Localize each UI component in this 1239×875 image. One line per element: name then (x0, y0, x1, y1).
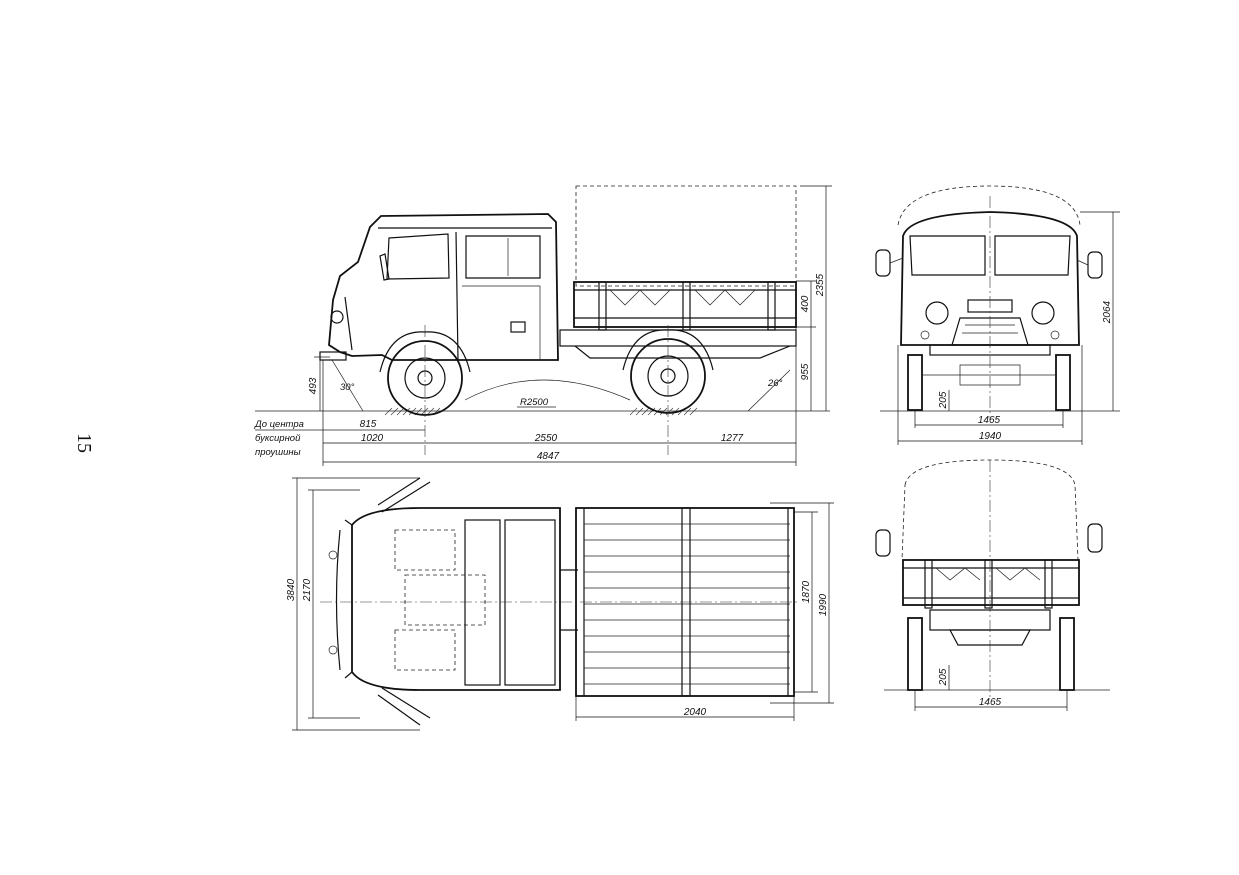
front-view: 2064 205 1465 1940 (875, 185, 1120, 445)
front-height: 2064 (1102, 300, 1113, 324)
wheelbase: 2550 (534, 433, 558, 444)
rear-clearance: 205 (938, 668, 949, 686)
rear-track: 1465 (979, 697, 1002, 708)
overall-length: 4847 (537, 451, 560, 462)
top-view: 3840 2170 1870 1990 2040 (286, 477, 834, 731)
bumper-height: 493 (308, 377, 319, 394)
departure-angle: 26° (767, 378, 783, 389)
page-number: 15 (73, 433, 95, 453)
height-awning: 2355 (815, 273, 826, 297)
top-length: 3840 (286, 578, 297, 601)
front-clearance: 205 (938, 391, 949, 409)
rear-view: 205 1465 (875, 459, 1110, 711)
towing-note-3: проушины (255, 447, 301, 458)
bed-planks (584, 523, 790, 685)
bed-width-outer: 1990 (818, 593, 829, 616)
side-board: 400 (800, 295, 811, 312)
approach-angle: 30° (340, 382, 355, 393)
front-track: 1465 (978, 415, 1001, 426)
towing-note-1: До центра (254, 419, 304, 430)
rear-overhang: 1277 (721, 433, 744, 444)
top-cab-length: 2170 (302, 578, 313, 602)
bed-width-inner: 1870 (801, 580, 812, 603)
towing-note-2: буксирной (255, 433, 301, 444)
front-overhang: 1020 (361, 433, 384, 444)
side-view: 30° 26° R2500 2355 400 955 493 815 1020 … (254, 185, 832, 466)
front-width: 1940 (979, 431, 1002, 442)
tow-eye-dim: 815 (360, 419, 377, 430)
turn-radius: R2500 (520, 397, 549, 408)
bed-length: 2040 (683, 707, 707, 718)
platform-height: 955 (800, 363, 811, 380)
